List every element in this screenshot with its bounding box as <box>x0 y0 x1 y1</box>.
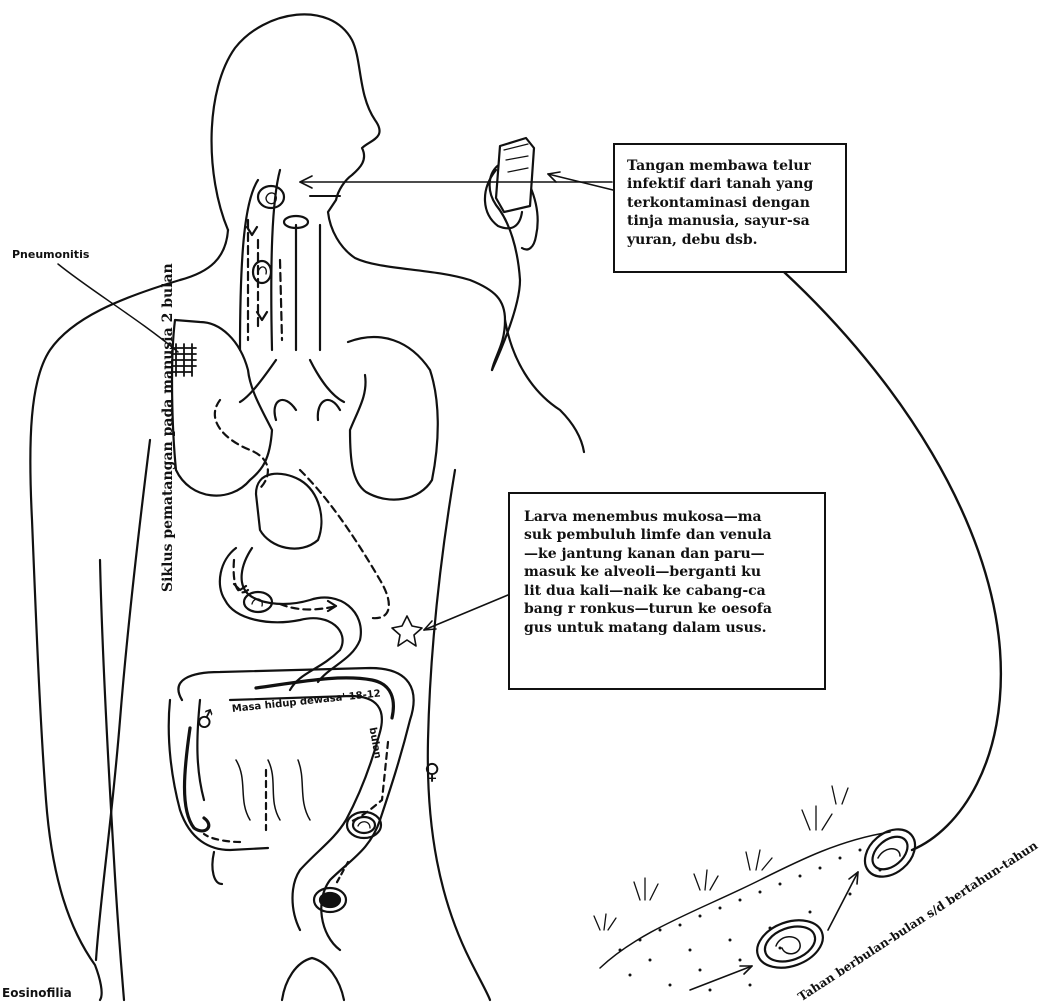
bronchi <box>240 360 344 420</box>
waist-bottom <box>282 958 344 1000</box>
hands-line-5: yuran, debu dsb. <box>627 231 845 249</box>
larva-line-2: suk pembuluh limfe dan venula <box>524 526 824 544</box>
larva-path-intestine <box>234 560 338 610</box>
egg-in-throat-1 <box>258 186 284 208</box>
right-arm-outer <box>505 320 584 452</box>
maturation-cycle-label: Siklus pematangan pada manusia 2 bulan <box>160 263 176 592</box>
right-lung <box>348 337 438 500</box>
hands-line-2: infektif dari tanah yang <box>627 175 845 193</box>
larva-line-4: masuk ke alveoli—berganti ku <box>524 563 824 581</box>
larva-path-chest <box>215 400 389 618</box>
inner-folds <box>236 760 310 820</box>
hands-line-4: tinja manusia, sayur-sa <box>627 212 845 230</box>
larva-info-box: Larva menembus mukosa—ma suk pembuluh li… <box>508 492 826 690</box>
egg-in-soil-1 <box>751 912 830 977</box>
larva-path-throat <box>248 220 282 340</box>
migration-star-icon <box>392 616 422 646</box>
egg-in-soil-2 <box>856 820 925 887</box>
soil-clump-icon <box>496 138 534 212</box>
eosinofilia-label: Eosinofilia <box>2 986 72 1000</box>
larva-line-7: gus untuk matang dalam usus. <box>524 619 824 637</box>
right-torso-side <box>428 470 490 1000</box>
larva-line-1: Larva menembus mukosa—ma <box>524 508 824 526</box>
hands-line-1: Tangan membawa telur <box>627 157 845 175</box>
hands-info-box: Tangan membawa telur infektif dari tanah… <box>613 143 847 273</box>
female-symbol-icon: ♀ <box>424 760 440 785</box>
larva-line-5: lit dua kali—naik ke cabang-ca <box>524 582 824 600</box>
egg-in-throat-2 <box>253 261 271 283</box>
larva-line-3: —ke jantung kanan dan paru— <box>524 545 824 563</box>
body-outline <box>212 14 505 370</box>
soil-mound <box>600 832 890 968</box>
hands-line-3: terkontaminasi dengan <box>627 194 845 212</box>
larva-line-6: bang r ronkus—turun ke oesofa <box>524 600 824 618</box>
left-torso-side <box>96 440 150 960</box>
stomach <box>256 474 321 549</box>
left-inner-arm <box>100 560 124 1000</box>
arrow-egg-development <box>828 872 858 930</box>
left-lung <box>172 320 272 496</box>
pneumonitis-label: Pneumonitis <box>12 248 89 261</box>
appendix <box>212 852 222 884</box>
